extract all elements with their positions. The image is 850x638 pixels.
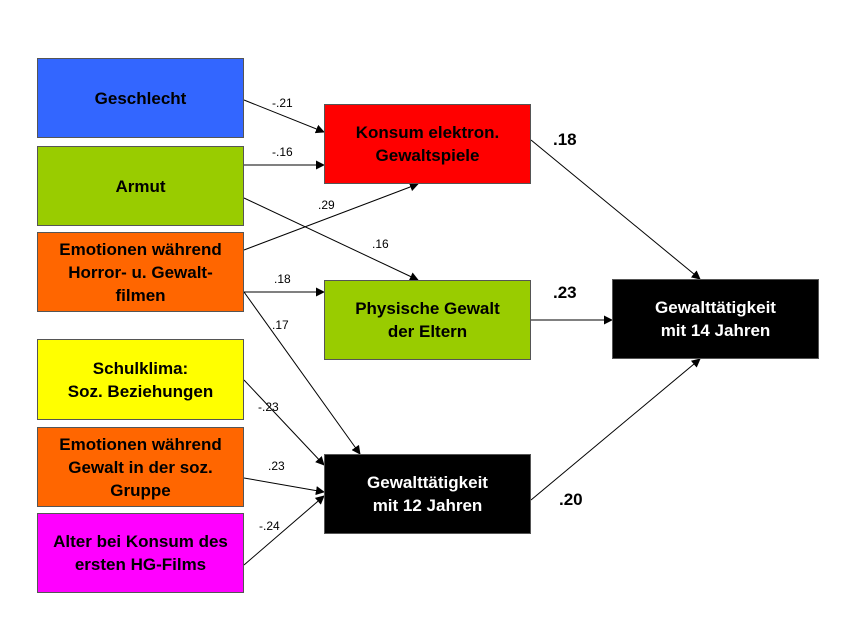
coef-gewalt12-gewalt14: .20 xyxy=(559,490,583,509)
coef-emotionen-horror-konsum: .29 xyxy=(318,198,335,212)
node-emotionen-gruppe: Emotionen während Gewalt in der soz. Gru… xyxy=(37,427,244,507)
node-emotionen-horror: Emotionen während Horror- u. Gewalt- fil… xyxy=(37,232,244,312)
coef-schulklima-gewalt12: -.23 xyxy=(258,400,279,414)
coef-emotionen-gruppe-gewalt12: .23 xyxy=(268,459,285,473)
arrow-armut-to-physische_gewalt xyxy=(243,197,419,281)
arrow-emotionen_horror-to-konsum_spiele xyxy=(243,182,419,251)
node-geschlecht: Geschlecht xyxy=(37,58,244,138)
arrow-emotionen_gruppe-to-gewalt_12 xyxy=(243,477,325,496)
coef-armut-konsum: -.16 xyxy=(272,145,293,159)
arrow-schulklima-to-gewalt_12 xyxy=(243,379,325,466)
coef-emotionen-horror-gewalt12: .17 xyxy=(272,318,289,332)
arrow-gewalt_12-to-gewalt_14 xyxy=(530,358,701,501)
node-schulklima: Schulklima: Soz. Beziehungen xyxy=(37,339,244,420)
arrow-geschlecht-to-konsum_spiele xyxy=(243,99,325,134)
node-armut: Armut xyxy=(37,146,244,226)
arrow-konsum_spiele-to-gewalt_14 xyxy=(530,139,701,280)
node-physische-gewalt: Physische Gewalt der Eltern xyxy=(324,280,531,360)
coef-armut-physisch: .16 xyxy=(372,237,389,251)
coef-emotionen-horror-physisch: .18 xyxy=(274,272,291,286)
node-gewalt-14: Gewalttätigkeit mit 14 Jahren xyxy=(612,279,819,359)
coef-geschlecht-konsum: -.21 xyxy=(272,96,293,110)
coef-konsum-gewalt14: .18 xyxy=(553,130,577,149)
coef-alter-gewalt12: -.24 xyxy=(259,519,280,533)
node-konsum-spiele: Konsum elektron. Gewaltspiele xyxy=(324,104,531,184)
node-gewalt-12: Gewalttätigkeit mit 12 Jahren xyxy=(324,454,531,534)
node-alter-konsum: Alter bei Konsum des ersten HG-Films xyxy=(37,513,244,593)
arrow-emotionen_horror-to-gewalt_12 xyxy=(243,291,361,455)
arrow-alter_konsum-to-gewalt_12 xyxy=(243,495,325,566)
coef-physisch-gewalt14: .23 xyxy=(553,283,577,302)
